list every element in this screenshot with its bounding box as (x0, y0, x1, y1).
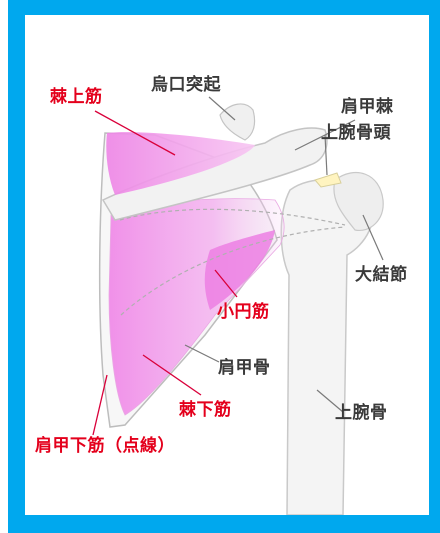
label-teres-minor: 小円筋 (217, 302, 270, 322)
diagram-panel: 棘上筋 烏口突起 肩甲棘 上腕骨頭 大結節 小円筋 肩甲骨 棘下筋 上腕骨 肩甲… (25, 15, 429, 515)
label-supraspinatus: 棘上筋 (50, 87, 103, 107)
leader-scapula (185, 345, 219, 362)
blue-frame: 棘上筋 烏口突起 肩甲棘 上腕骨頭 大結節 小円筋 肩甲骨 棘下筋 上腕骨 肩甲… (8, 0, 440, 533)
label-scapula: 肩甲骨 (218, 358, 271, 378)
label-humeral-head: 上腕骨頭 (321, 123, 391, 143)
label-humerus: 上腕骨 (335, 403, 388, 423)
coracoid-process (220, 104, 255, 140)
label-coracoid-process: 烏口突起 (151, 75, 221, 95)
label-scapular-spine: 肩甲棘 (341, 97, 394, 117)
label-infraspinatus: 棘下筋 (179, 400, 232, 420)
leader-subscapularis (93, 375, 107, 435)
label-subscapularis: 肩甲下筋（点線） (35, 436, 175, 456)
label-greater-tubercle: 大結節 (355, 265, 408, 285)
